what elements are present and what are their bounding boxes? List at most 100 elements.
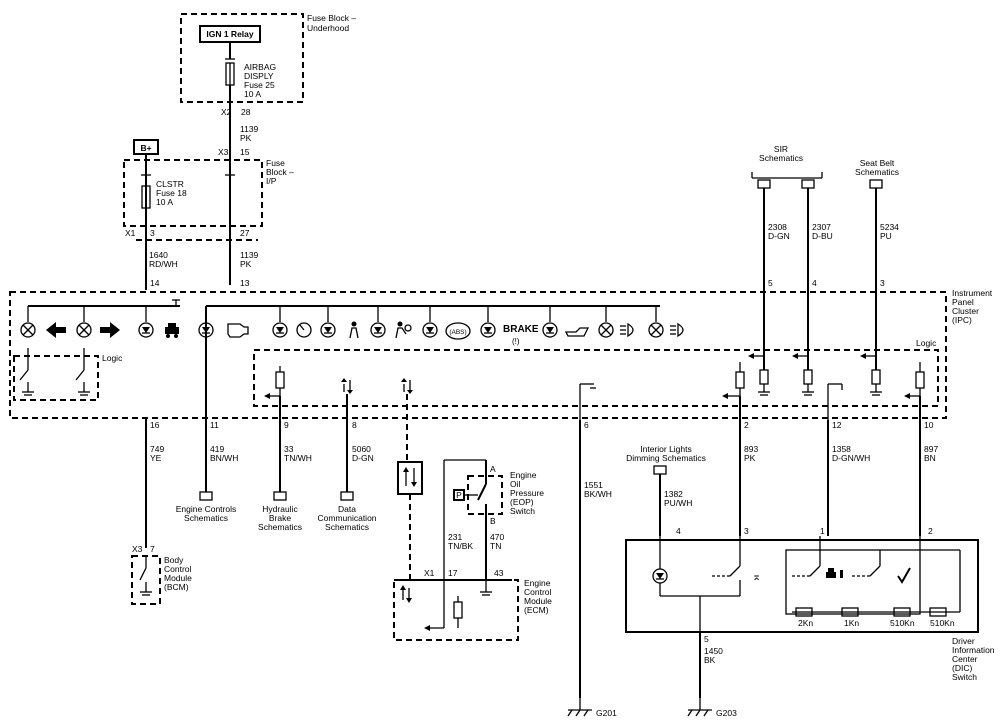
svg-text:Body: Body: [164, 555, 184, 565]
logic-box-right: [253, 349, 939, 407]
svg-text:12: 12: [832, 420, 842, 430]
svg-text:I/P: I/P: [266, 176, 277, 186]
svg-text:Pressure: Pressure: [510, 488, 544, 498]
ground-symbol-icon: [480, 580, 492, 596]
abs-icon: [445, 322, 471, 340]
svg-text:28: 28: [241, 107, 251, 117]
led-icon: [370, 322, 386, 338]
check-engine-icon: [227, 323, 249, 338]
svg-text:17: 17: [448, 568, 458, 578]
svg-text:13: 13: [240, 278, 250, 288]
svg-text:X3: X3: [218, 147, 229, 157]
svg-text:5: 5: [768, 278, 773, 288]
svg-text:Panel: Panel: [952, 297, 974, 307]
svg-text:(EOP): (EOP): [510, 497, 534, 507]
bidirectional-arrow-icon: [401, 378, 413, 394]
svg-text:Schematics: Schematics: [184, 513, 228, 523]
svg-text:Switch: Switch: [510, 506, 535, 516]
oil-can-icon: [564, 327, 590, 337]
svg-text:G203: G203: [716, 708, 737, 718]
svg-text:X3: X3: [132, 544, 143, 554]
svg-text:Cluster: Cluster: [952, 306, 979, 316]
svg-text:9: 9: [284, 420, 289, 430]
svg-text:7: 7: [150, 544, 155, 554]
pullup-resistor-icon: [453, 596, 463, 628]
pulldown-resistor-icon: [758, 369, 770, 396]
svg-text:YE: YE: [150, 453, 162, 463]
svg-text:1358: 1358: [832, 444, 851, 454]
connector-data-comm: [340, 491, 354, 501]
svg-text:749: 749: [150, 444, 164, 454]
svg-text:Brake: Brake: [269, 513, 291, 523]
svg-text:D-GN/WH: D-GN/WH: [832, 453, 870, 463]
svg-text:SIR: SIR: [774, 144, 788, 154]
svg-text:Dimming Schematics: Dimming Schematics: [626, 453, 706, 463]
headlamp-icon: [620, 322, 634, 338]
svg-text:X1: X1: [125, 228, 136, 238]
svg-text:Schematics: Schematics: [855, 167, 899, 177]
pulldown-resistor-icon: [802, 369, 814, 396]
svg-text:PK: PK: [744, 453, 756, 463]
battery-positive-label: B+: [140, 143, 151, 153]
svg-text:BK: BK: [704, 655, 716, 665]
svg-text:X1: X1: [424, 568, 435, 578]
svg-text:2: 2: [928, 526, 933, 536]
svg-text:2307: 2307: [812, 222, 831, 232]
svg-text:Block –: Block –: [266, 167, 294, 177]
svg-text:231: 231: [448, 532, 462, 542]
airbag-fuse-icon: [225, 62, 235, 86]
svg-text:Module: Module: [164, 573, 192, 583]
right-turn-arrow-icon: [100, 322, 120, 338]
svg-text:TN/BK: TN/BK: [448, 541, 473, 551]
airbag-icon: [395, 321, 412, 339]
svg-text:33: 33: [284, 444, 294, 454]
chassis-ground-g201-icon: [567, 698, 592, 717]
svg-text:3: 3: [150, 228, 155, 238]
svg-text:A: A: [490, 464, 496, 474]
svg-text:1382: 1382: [664, 489, 683, 499]
svg-text:PK: PK: [240, 259, 252, 269]
svg-text:510Kn: 510Kn: [890, 618, 915, 628]
speedometer-icon: [296, 322, 312, 338]
svg-text:DISPLY: DISPLY: [244, 71, 274, 81]
svg-text:16: 16: [150, 420, 160, 430]
svg-text:PU/WH: PU/WH: [664, 498, 692, 508]
left-turn-arrow-icon: [46, 322, 66, 338]
led-icon: [422, 322, 438, 338]
fuse-block-underhood: Fuse Block – Underhood IGN 1 Relay AIRBA…: [180, 13, 356, 103]
svg-text:11: 11: [210, 420, 219, 430]
svg-text:10: 10: [924, 420, 934, 430]
svg-text:5234: 5234: [880, 222, 899, 232]
ground-switch-icon: [75, 348, 90, 396]
svg-text:Driver: Driver: [952, 636, 975, 646]
svg-text:5: 5: [704, 634, 709, 644]
svg-text:4: 4: [812, 278, 817, 288]
svg-text:Control: Control: [524, 587, 552, 597]
svg-text:3: 3: [880, 278, 885, 288]
lamp-icon: [598, 322, 614, 338]
logic-box-left: [13, 355, 99, 401]
svg-text:Fuse 25: Fuse 25: [244, 80, 275, 90]
engine-control-module: X1 17 43 Engine Control Module (ECM): [393, 568, 552, 641]
svg-text:(ECM): (ECM): [524, 605, 549, 615]
svg-text:1551: 1551: [584, 480, 603, 490]
svg-text:5060: 5060: [352, 444, 371, 454]
svg-text:2: 2: [744, 420, 749, 430]
svg-text:8: 8: [352, 420, 357, 430]
dimmer-icon: ⌅: [752, 571, 761, 583]
svg-text:G201: G201: [596, 708, 617, 718]
svg-text:B: B: [490, 516, 496, 526]
svg-text:Fuse Block –: Fuse Block –: [307, 13, 356, 23]
bidirectional-box: [397, 461, 423, 495]
dic-switch: 4 3 1 2 ⌅ 2Kn 1Kn 510Kn 510Kn: [625, 526, 979, 633]
svg-text:419: 419: [210, 444, 224, 454]
svg-text:Center: Center: [952, 654, 978, 664]
svg-text:(DIC): (DIC): [952, 663, 972, 673]
svg-text:Seat Belt: Seat Belt: [860, 158, 895, 168]
svg-text:Engine Controls: Engine Controls: [176, 504, 236, 514]
svg-text:P: P: [456, 490, 462, 500]
svg-text:6: 6: [584, 420, 589, 430]
bidirectional-arrow-icon: [400, 585, 412, 603]
svg-text:PK: PK: [240, 133, 252, 143]
svg-text:Instrument: Instrument: [952, 288, 993, 298]
